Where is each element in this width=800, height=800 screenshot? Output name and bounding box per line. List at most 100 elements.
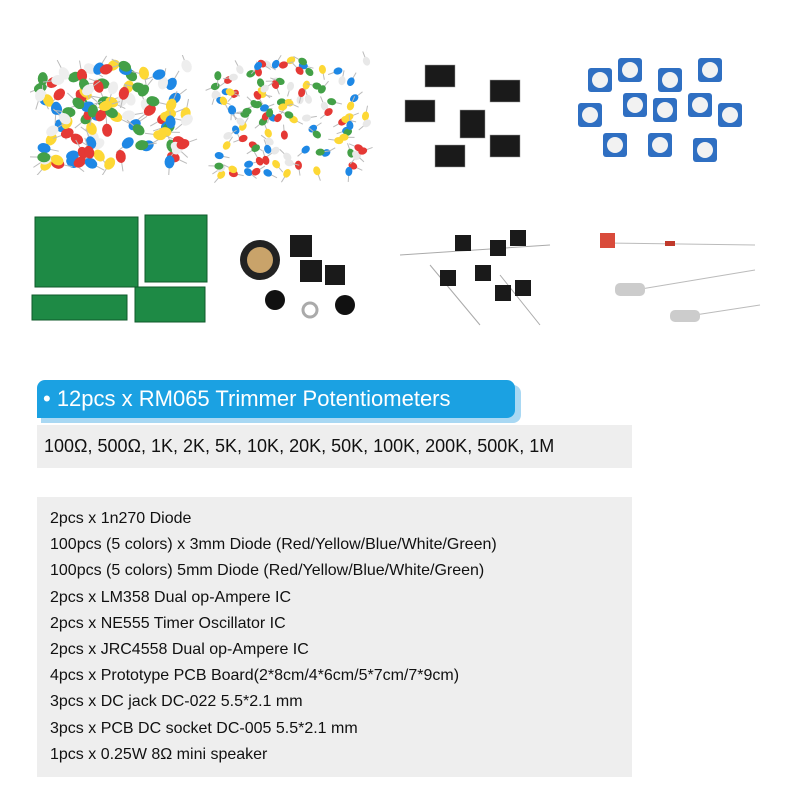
led-3mm-photo [205,51,373,184]
led-mark [222,136,234,150]
led-mark [126,119,145,136]
dc-jack-speaker-photo [240,235,355,319]
led-mark [327,67,343,76]
led-mark [260,103,275,112]
led-mark [263,139,272,154]
led-mark [82,80,101,96]
led-mark [250,61,263,75]
led-mark [341,116,357,124]
led-mark [327,98,342,106]
led-mark [164,155,175,175]
led-mark [180,55,192,73]
led-mark [233,134,248,143]
led-mark [211,90,219,105]
led-mark [144,69,166,81]
led-mark [278,61,294,69]
led-mark [318,64,326,80]
trimmer-mark [603,133,627,157]
led-mark [30,152,51,163]
led-mark [122,110,144,121]
trimmer-mark [693,138,717,162]
led-mark [301,114,317,122]
trimmer-mark [623,93,647,117]
list-item: 1pcs x 0.25W 8Ω mini speaker [50,745,268,763]
led-mark [77,60,88,82]
list-item: 4pcs x Prototype PCB Board(2*8cm/4*6cm/5… [50,667,460,685]
list-item: 2pcs x JRC4558 Dual op-Ampere IC [50,641,309,659]
led-mark [208,162,224,170]
led-mark [223,129,237,140]
trimmer-mark [718,103,742,127]
led-mark [362,51,371,66]
trimmer-mark [648,133,672,157]
led-mark [166,70,180,91]
led-mark [338,70,346,86]
led-mark [292,62,304,75]
led-mark [232,114,245,126]
led-mark [361,105,370,121]
led-mark [135,140,157,151]
led-mark [165,90,178,112]
led-mark [115,150,126,172]
capacitor-diode-crystal-photo [600,233,761,322]
list-item: 2pcs x 1n270 Diode [50,510,192,527]
list-item: 3pcs x DC jack DC-022 5.5*2.1 mm [50,693,303,711]
led-mark [320,96,329,111]
led-mark [53,128,74,140]
led-mark [228,105,236,121]
led-mark [262,150,270,165]
led-mark [280,169,291,183]
led-mark [35,88,46,110]
trimmer-mark [578,103,602,127]
led-mark [345,166,353,182]
trimmer-mark [588,68,612,92]
contents-list: 2pcs x 1n270 Diode 100pcs (5 colors) x 3… [37,497,632,777]
section-banner: • 12pcs x RM065 Trimmer Potentiometers [37,380,515,418]
dip-ic-photo [404,64,521,168]
led-mark [347,72,357,87]
led-mark [225,88,240,97]
led-mark [306,82,322,90]
led-mark [274,109,285,123]
led-mark [251,165,266,176]
trimmer-mark [698,58,722,82]
list-item: 100pcs (5 colors) 5mm Diode (Red/Yellow/… [50,562,485,580]
list-item: 100pcs (5 colors) x 3mm Diode (Red/Yello… [50,536,497,554]
pcb-board-photo [31,214,208,323]
led-mark [234,60,244,75]
led-mark [144,130,167,141]
led-mark [214,71,222,87]
led-mark [101,157,116,175]
trimmer-mark [688,93,712,117]
led-mark [278,103,293,111]
trimmer-mark [618,58,642,82]
transistor-photo [400,230,551,326]
led-mark [37,143,59,154]
led-mark [246,144,260,155]
led-mark [214,170,226,184]
led-mark [271,54,282,69]
led-mark [223,164,238,174]
led-mark [294,160,302,176]
led-mark [118,86,129,109]
trimmer-potentiometer-photo [578,58,742,162]
led-mark [266,146,280,158]
led-mark [319,108,333,119]
led-mark [263,169,278,179]
led-mark [87,104,98,126]
led-mark [286,81,295,97]
led-mark [263,123,272,138]
led-mark [293,55,307,66]
led-mark [107,81,119,103]
led-5mm-photo [30,55,198,175]
led-mark [352,150,365,163]
led-mark [279,110,294,119]
led-mark [146,96,168,107]
list-item: 2pcs x NE555 Timer Oscillator IC [50,614,286,632]
led-mark [219,96,229,111]
led-mark [99,100,121,111]
led-mark [214,152,230,160]
led-mark [46,122,66,137]
led-mark [102,115,113,137]
led-mark [84,157,105,171]
